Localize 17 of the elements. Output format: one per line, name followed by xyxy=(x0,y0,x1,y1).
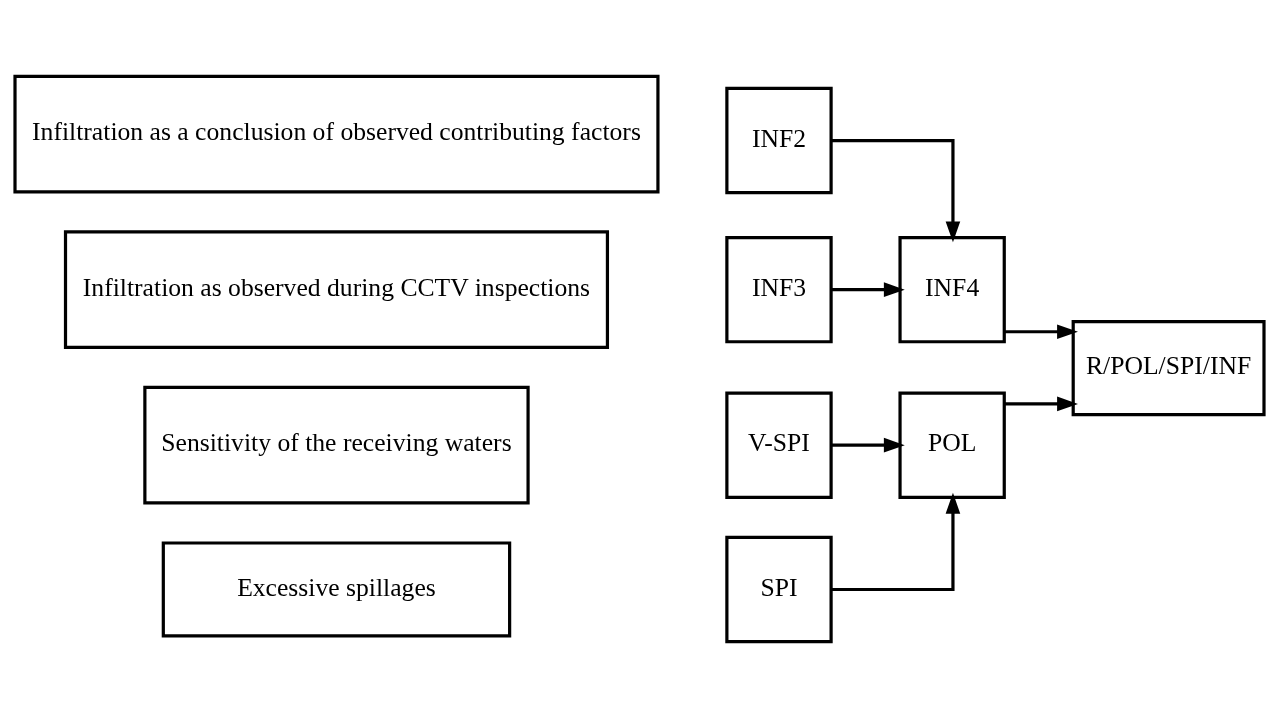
arrow xyxy=(831,437,905,453)
node-box: INF2 xyxy=(725,86,833,195)
node-box: INF4 xyxy=(898,235,1006,344)
arrow xyxy=(831,282,905,297)
node-box: Infiltration as observed during CCTV inspections xyxy=(63,230,610,349)
node-box: SPI xyxy=(725,535,833,644)
node-box: R/POL/SPI/INF xyxy=(1071,320,1266,417)
node-box: V-SPI xyxy=(725,391,833,499)
arrow xyxy=(831,138,961,243)
node-box: INF3 xyxy=(725,235,833,344)
node-box: Infiltration as a conclusion of observed contributing factors xyxy=(13,74,660,194)
node-box: Sensitivity of the receiving waters xyxy=(143,385,530,505)
node-box: Excessive spillages xyxy=(161,541,512,638)
arrow xyxy=(831,492,961,592)
arrow xyxy=(1004,396,1078,412)
node-box: POL xyxy=(898,391,1006,499)
arrow xyxy=(1004,324,1078,340)
